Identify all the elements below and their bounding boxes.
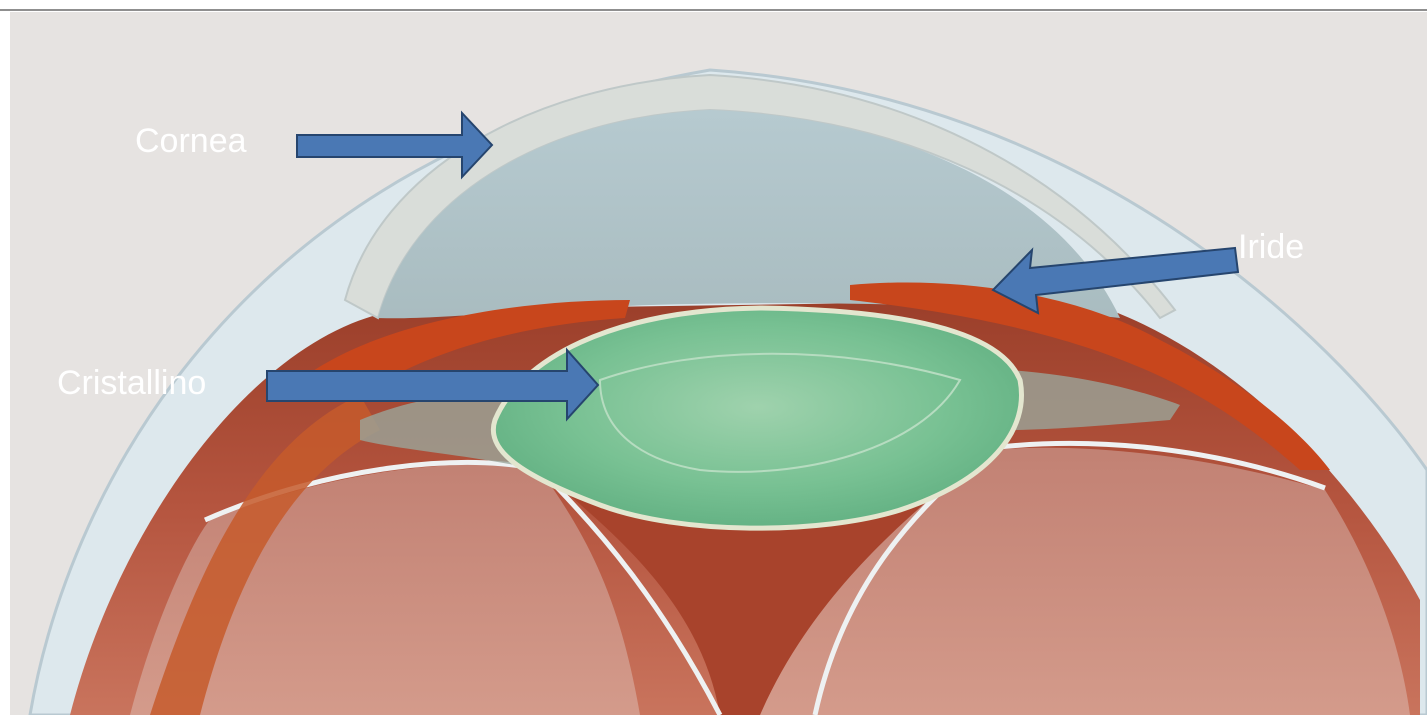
label-iride: Iride — [1238, 230, 1304, 264]
label-cristallino: Cristallino — [57, 366, 206, 400]
label-cornea: Cornea — [135, 124, 247, 158]
top-border — [0, 0, 1427, 10]
